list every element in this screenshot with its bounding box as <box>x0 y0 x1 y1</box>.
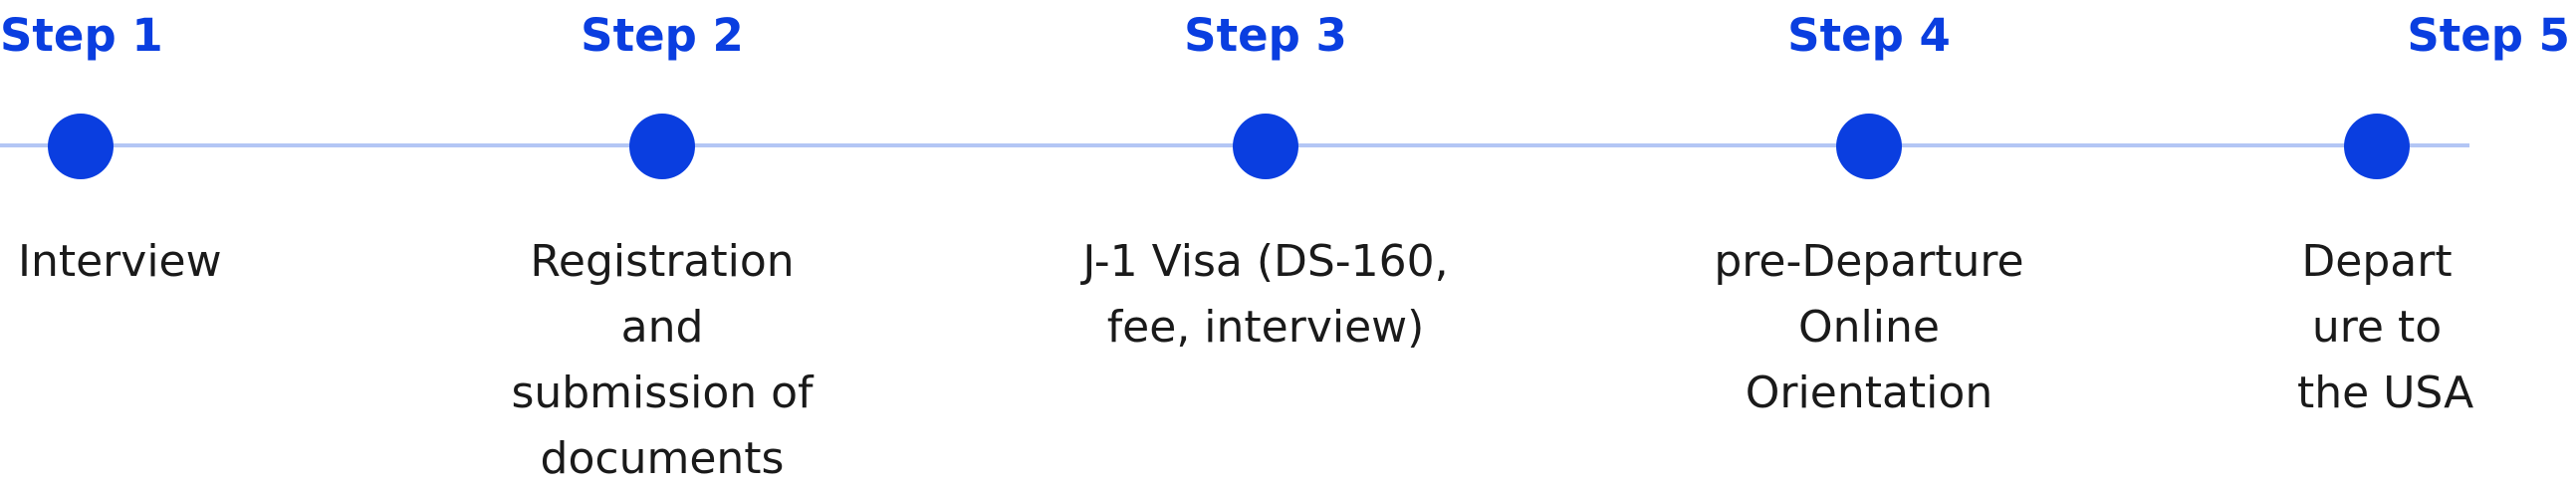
step-1: Step 1 Interview <box>0 0 280 475</box>
step-3: Step 3 J-1 Visa (DS-160, fee, interview) <box>1066 0 1465 475</box>
step-1-marker <box>48 114 114 179</box>
step-4-description-line: Online <box>1798 302 1940 353</box>
step-4-description: pre-Departure Online Orientation <box>1670 229 2068 426</box>
step-4: Step 4 pre-Departure Online Orientation <box>1670 0 2068 475</box>
step-4-title: Step 4 <box>1787 9 1951 62</box>
step-4-marker <box>1836 114 1902 179</box>
step-2-title: Step 2 <box>581 9 744 62</box>
step-3-description-line: fee, interview) <box>1106 302 1425 353</box>
step-5-title: Step 5 <box>2407 9 2570 62</box>
step-2: Step 2 Registration and submission of do… <box>463 0 861 484</box>
step-2-description: Registration and submission of documents <box>463 229 861 492</box>
step-2-description-line: Registration <box>530 236 795 287</box>
step-1-title: Step 1 <box>0 9 163 62</box>
step-5-description-line: ure to <box>2311 302 2443 353</box>
step-3-description: J-1 Visa (DS-160, fee, interview) <box>1066 229 1465 361</box>
step-3-title: Step 3 <box>1184 9 1347 62</box>
step-2-description-line: submission of <box>511 368 814 418</box>
step-1-description: Interview <box>0 229 222 295</box>
step-5-description-line: the USA <box>2297 368 2474 418</box>
step-5-description-line: Depart <box>2301 236 2453 287</box>
step-3-marker <box>1233 114 1298 179</box>
step-4-description-line: pre-Departure <box>1714 236 2024 287</box>
step-4-description-line: Orientation <box>1745 368 1993 418</box>
step-1-description-line: Interview <box>18 236 222 287</box>
step-5-description: Depart ure to the USA <box>2297 229 2474 426</box>
step-2-description-line: documents <box>540 433 785 484</box>
step-3-description-line: J-1 Visa (DS-160, <box>1082 236 1449 287</box>
step-2-marker <box>629 114 695 179</box>
step-5: Step 5 Depart ure to the USA <box>2178 0 2576 475</box>
step-5-marker <box>2344 114 2410 179</box>
step-2-description-line: and <box>620 302 704 353</box>
